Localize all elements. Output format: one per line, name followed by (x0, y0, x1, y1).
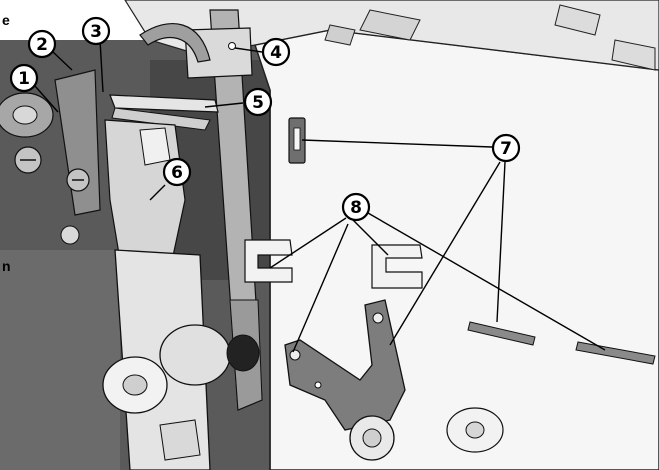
side-panel (254, 29, 659, 470)
flat-tab-right (575, 341, 656, 365)
callout-4: 4 (261, 37, 291, 67)
callout-2-label: 2 (36, 35, 48, 55)
curved-lever (139, 22, 211, 63)
callout-8: 8 (341, 192, 371, 222)
callout-3-label: 3 (90, 22, 102, 42)
callout-1-label: 1 (18, 69, 30, 89)
callout-2: 2 (27, 29, 57, 59)
edge-fragment-left-mid: n (2, 258, 11, 274)
callout-5-label: 5 (252, 93, 264, 113)
callout-1: 1 (9, 63, 39, 93)
pivot-bracket (284, 299, 406, 431)
callout-3: 3 (81, 16, 111, 46)
callout-6-label: 6 (171, 163, 183, 183)
flat-tab-left (467, 321, 536, 346)
spring-clip (109, 94, 219, 113)
callout-7: 7 (491, 133, 521, 163)
c-clip-left (244, 239, 293, 283)
c-clip-middle (371, 244, 423, 289)
callout-7-label: 7 (500, 139, 512, 159)
callout-4-label: 4 (270, 43, 282, 63)
callout-6: 6 (162, 157, 192, 187)
leader-lines (34, 39, 606, 353)
callout-8-label: 8 (350, 198, 362, 218)
edge-fragment-top-left: e (2, 12, 10, 28)
callout-5: 5 (243, 87, 273, 117)
